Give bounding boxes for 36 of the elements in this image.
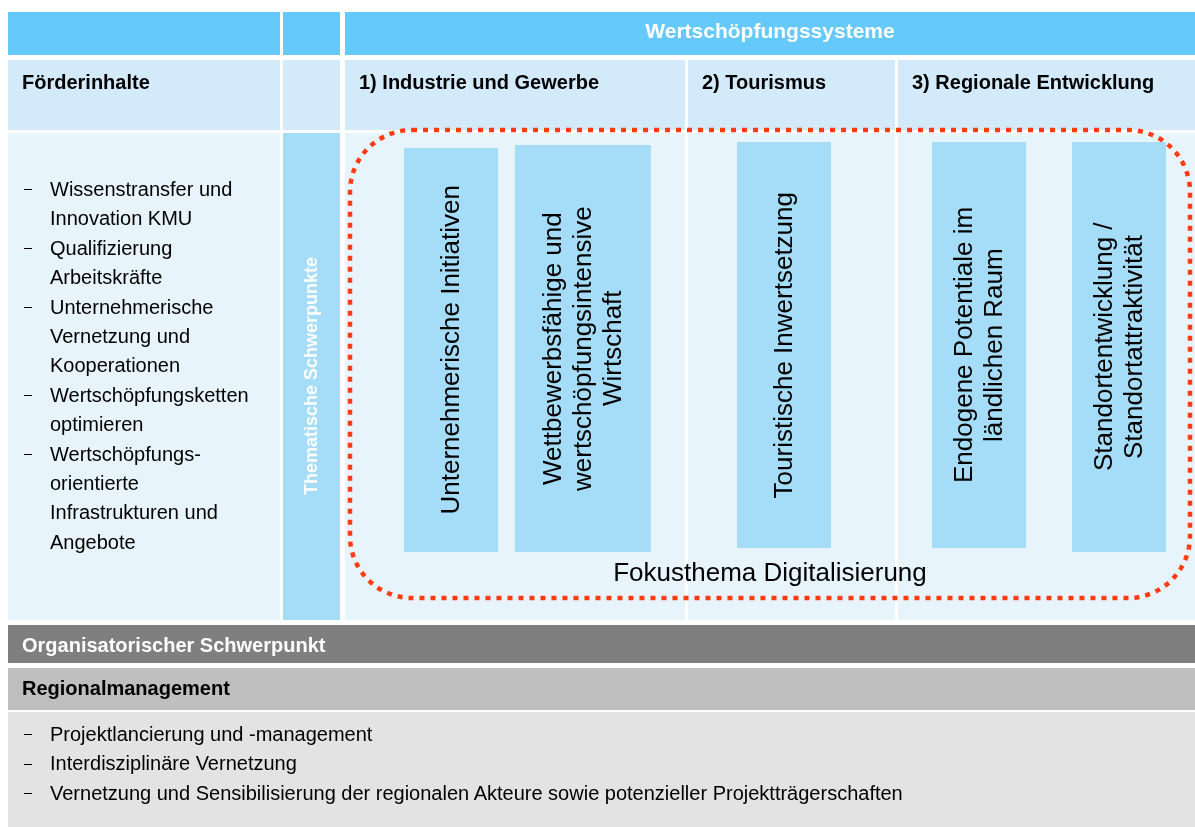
header-title: Wertschöpfungssysteme (645, 18, 895, 44)
section-title: Organisatorischer Schwerpunkt (22, 633, 326, 657)
list-item: Projektlancierung und -management (50, 722, 373, 747)
topic-box (404, 148, 498, 552)
topic-label: Touristische Inwertsetzung (769, 191, 799, 499)
list-item: Vernetzung und Sensibilisierung der regionalen Akteure sowie potenzieller Projektträgerschaften (50, 780, 903, 806)
column-title: 1) Industrie und Gewerbe (359, 70, 600, 94)
column-header (345, 60, 685, 130)
bullet-list-panel (8, 712, 1195, 827)
section-band (8, 625, 1195, 663)
vertical-band (283, 133, 340, 620)
topic-box (932, 142, 1026, 548)
column-header (898, 60, 1195, 130)
list-item: Wertschöpfungsketten optimieren (50, 382, 250, 438)
section-title: Regionalmanagement (22, 676, 230, 700)
topic-label: Unternehmerische Initiativen (436, 185, 466, 515)
topic-box (1072, 142, 1166, 552)
list-item: Wertschöpfungs-orientierte Infrastrukturen und Angebote (50, 441, 219, 555)
topic-box (515, 145, 651, 552)
column-header (8, 60, 280, 130)
list-item: Interdisziplinäre Vernetzung (50, 751, 297, 777)
content-list-panel (8, 133, 280, 620)
list-item: Wissenstransfer und Innovation KMU (50, 177, 234, 232)
topic-label: Wettbewerbsfähige und wertschöpfungsintensive Wirtschaft (538, 205, 628, 493)
topic-box (737, 142, 831, 548)
list-item: Unternehmerische Vernetzung und Kooperationen (50, 294, 215, 379)
band-label: Thematische Schwerpunkte (301, 257, 322, 496)
section-band (8, 668, 1195, 710)
column-title: Förderinhalte (22, 70, 150, 94)
header-band (345, 12, 1195, 55)
column-header (688, 60, 895, 130)
focus-label: Fokusthema Digitalisierung (613, 556, 927, 588)
list-item: Qualifizierung Arbeitskräfte (50, 235, 174, 291)
column-title: 3) Regionale Entwicklung (912, 70, 1155, 94)
column-title: 2) Tourismus (702, 70, 827, 94)
topic-label: Endogene Potentiale im ländlichen Raum (949, 205, 1009, 486)
